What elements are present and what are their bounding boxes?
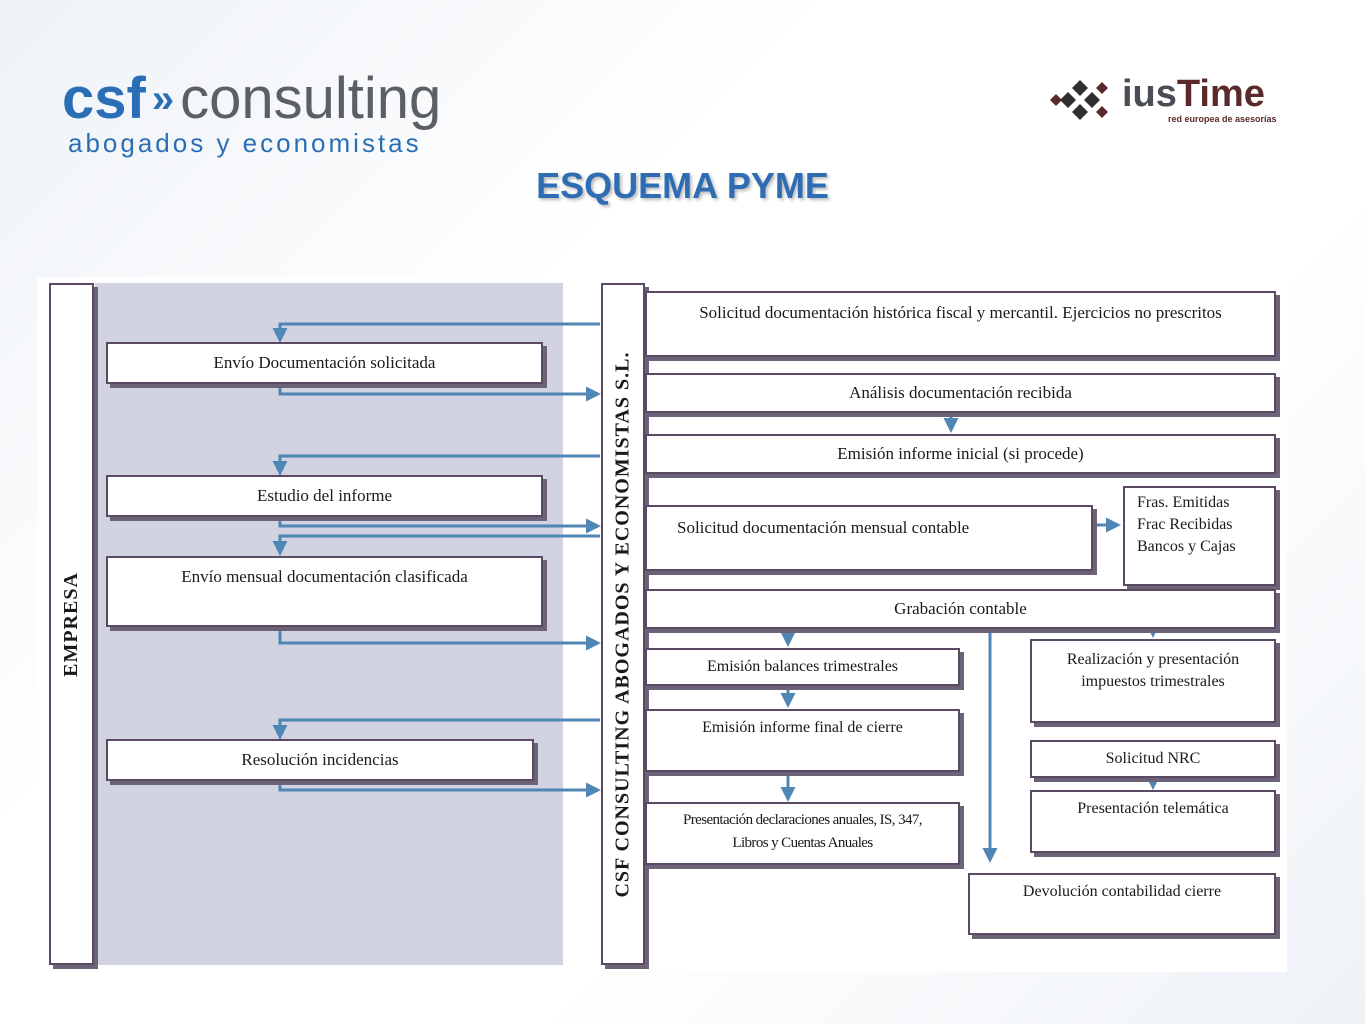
declaraciones-line1: Presentación declaraciones anuales, IS, … [683, 812, 923, 828]
arrow-envio-mensual-to-grabacion [278, 628, 601, 651]
lane-empresa: EMPRESA [49, 283, 94, 965]
iustime-logo: iusTime red europea de asesorías [1050, 73, 1290, 132]
csf-logo-csf: csf [62, 66, 146, 131]
box-grabacion: Grabación contable [645, 589, 1276, 629]
csf-consulting-logo: csf»consulting abogados y economistas [62, 66, 522, 165]
arrow-emision-to-estudio [272, 454, 600, 476]
iustime-ius: ius [1122, 73, 1177, 115]
box-nrc: Solicitud NRC [1030, 740, 1276, 778]
iustime-subtitle: red europea de asesorías [1168, 114, 1277, 124]
csf-logo-consulting: consulting [180, 66, 442, 131]
csf-logo-arrows: » [151, 77, 175, 121]
arrow-estudio-to-csf [278, 517, 601, 534]
box-envio-mensual: Envío mensual documentación clasificada [106, 556, 543, 627]
box-docs-list: Fras. Emitidas Frac Recibidas Bancos y C… [1123, 486, 1276, 586]
page-title: ESQUEMA PYME [536, 165, 829, 206]
box-telematica: Presentación telemática [1030, 790, 1276, 853]
box-solicitud-mensual: Solicitud documentación mensual contable [645, 505, 1093, 571]
box-impuestos: Realización y presentación impuestos tri… [1030, 639, 1276, 723]
arrow-solicitud-mensual-to-envio-mensual [272, 534, 600, 556]
lane-empresa-label: EMPRESA [60, 571, 83, 677]
docs-item-recibidas: Frac Recibidas [1137, 516, 1233, 533]
arrow-resolucion-to-csf [278, 781, 601, 798]
box-devolucion: Devolución contabilidad cierre [968, 873, 1276, 935]
arrow-informe-to-resolucion [272, 718, 600, 740]
box-solicitud-historica: Solicitud documentación histórica fiscal… [645, 291, 1276, 357]
docs-item-emitidas: Fras. Emitidas [1137, 494, 1230, 511]
iustime-wordmark: iusTime [1122, 72, 1265, 116]
arrow-envio-to-analisis [278, 385, 601, 402]
declaraciones-line2: Libros y Cuentas Anuales [732, 835, 873, 851]
box-analisis: Análisis documentación recibida [645, 373, 1276, 413]
lane-csf-label: CSF CONSULTING ABOGADOS Y ECONOMISTAS S.… [611, 350, 634, 898]
box-declaraciones: Presentación declaraciones anuales, IS, … [645, 802, 960, 865]
box-emision-inicial: Emisión informe inicial (si procede) [645, 434, 1276, 474]
docs-item-bancos: Bancos y Cajas [1137, 538, 1236, 555]
box-estudio-informe: Estudio del informe [106, 475, 543, 517]
csf-logo-subtitle: abogados y economistas [68, 128, 422, 158]
arrow-solicitud-to-envio [272, 322, 600, 343]
box-balances: Emisión balances trimestrales [645, 648, 960, 686]
csf-logo-wordmark: csf»consulting [62, 64, 441, 140]
box-informe-final: Emisión informe final de cierre [645, 709, 960, 772]
box-envio-documentacion: Envío Documentación solicitada [106, 342, 543, 384]
lane-csf: CSF CONSULTING ABOGADOS Y ECONOMISTAS S.… [601, 283, 645, 965]
box-resolucion-incidencias: Resolución incidencias [106, 739, 534, 781]
iustime-diamond-icon [1050, 80, 1108, 120]
iustime-time: Time [1176, 73, 1265, 115]
